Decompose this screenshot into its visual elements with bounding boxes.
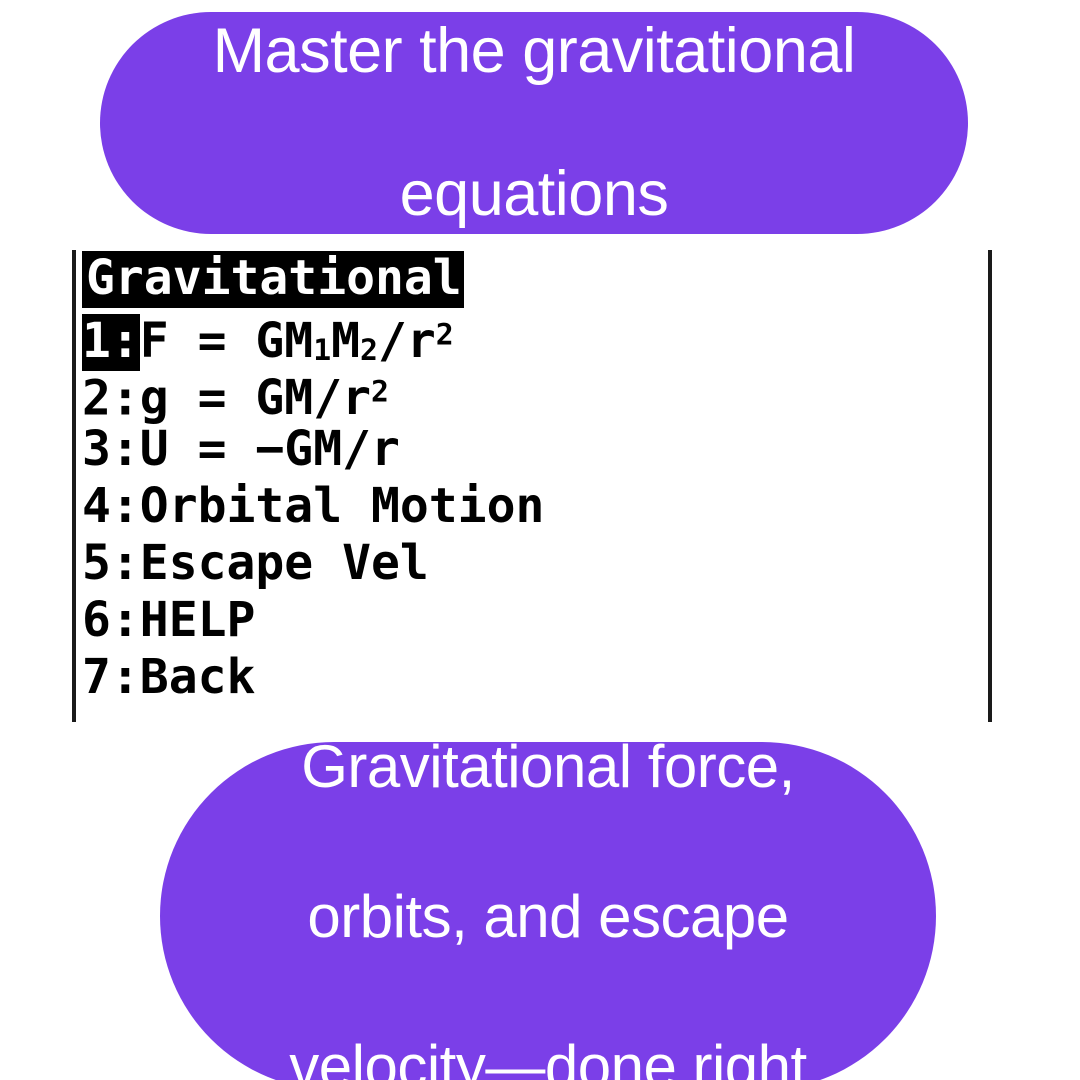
- caption-bottom-line-3: velocity—done right: [289, 1032, 807, 1080]
- menu-item-1-lhs: F = GM: [139, 313, 314, 370]
- calculator-screen: Gravitational 1:F = GM1M2/r2 2:g = GM/r2…: [72, 250, 992, 722]
- menu-item-1-key: 1:: [82, 313, 140, 372]
- menu-item-6-key: 6:: [82, 592, 140, 648]
- caption-bubble-top-text: Master the gravitational equations: [144, 16, 924, 230]
- menu-item-5[interactable]: 5:Escape Vel: [76, 535, 988, 592]
- menu-item-1-mid: M: [331, 313, 361, 370]
- menu-item-6[interactable]: 6:HELP: [76, 592, 988, 649]
- menu-item-5-label: Escape Vel: [139, 535, 429, 591]
- menu-item-7[interactable]: 7:Back: [76, 649, 988, 706]
- menu-item-1-sub2: 2: [360, 333, 378, 369]
- caption-bottom-line-2: orbits, and escape: [307, 882, 789, 950]
- menu-item-7-label: Back: [139, 649, 256, 705]
- menu-item-2-lhs: g = GM/r: [139, 370, 371, 427]
- menu-item-5-key: 5:: [82, 535, 140, 591]
- menu-item-4-key: 4:: [82, 478, 140, 534]
- menu-item-7-key: 7:: [82, 649, 140, 705]
- menu-item-4-label: Orbital Motion: [139, 478, 545, 534]
- calculator-title-bar: Gravitational: [76, 250, 988, 308]
- caption-bubble-top: Master the gravitational equations: [100, 12, 968, 234]
- menu-item-2-sup: 2: [370, 375, 389, 410]
- menu-item-1-sup: 2: [435, 318, 454, 353]
- menu-item-1-label: F = GM1M2/r2: [140, 313, 454, 369]
- menu-item-3[interactable]: 3:U = −GM/r: [76, 421, 988, 478]
- menu-item-2-key: 2:: [82, 370, 140, 427]
- menu-item-1-sub1: 1: [313, 333, 332, 369]
- caption-bubble-bottom-text: Gravitational force, orbits, and escape ve…: [200, 729, 896, 1080]
- menu-item-2[interactable]: 2:g = GM/r2: [76, 364, 988, 426]
- calculator-title-text: Gravitational: [82, 251, 464, 308]
- menu-item-1-div: /r: [377, 313, 436, 370]
- menu-item-4[interactable]: 4:Orbital Motion: [76, 478, 988, 535]
- menu-item-6-label: HELP: [139, 592, 256, 648]
- menu-item-3-key: 3:: [82, 421, 140, 477]
- caption-top-line-2: equations: [399, 158, 669, 229]
- menu-item-3-label: U = −GM/r: [139, 421, 400, 477]
- caption-bubble-bottom: Gravitational force, orbits, and escape ve…: [160, 733, 936, 1080]
- menu-item-1[interactable]: 1:F = GM1M2/r2: [76, 307, 988, 372]
- menu-item-2-label: g = GM/r2: [140, 370, 389, 426]
- caption-bottom-line-1: Gravitational force,: [301, 732, 795, 800]
- caption-top-line-1: Master the gravitational: [212, 16, 856, 87]
